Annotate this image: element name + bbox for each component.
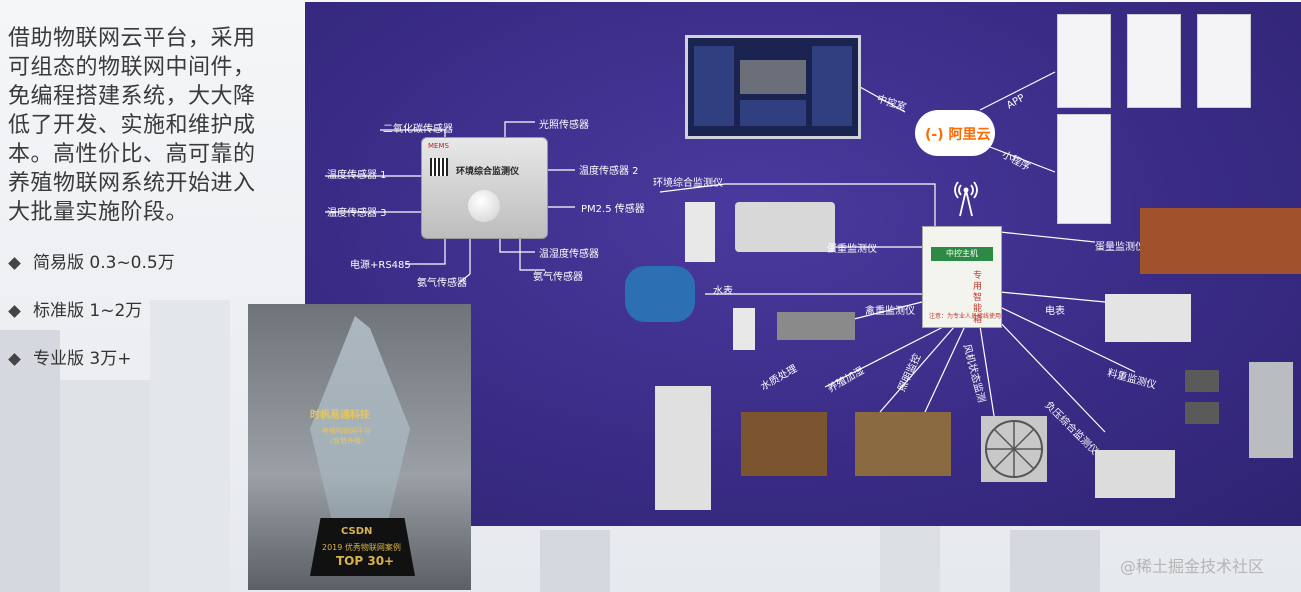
central-controller: 中控主机 专用智能箱 注意：为专业人员接线使用 xyxy=(922,226,1002,328)
lighting-house-photo xyxy=(855,412,951,476)
dashboard-panel xyxy=(740,100,806,126)
building xyxy=(540,530,610,592)
intro-line: 借助物联网云平台，采用 xyxy=(8,26,256,51)
aliyun-logo: (-) xyxy=(925,127,944,143)
app-screen xyxy=(1127,14,1181,108)
building xyxy=(0,330,60,592)
app-screen xyxy=(1057,14,1111,108)
award-photo: 时帆易通科技 养殖物联网平台 （智慧养殖） CSDN 2019 优秀物联网案例 … xyxy=(248,304,471,590)
edition-label: 简易版 0.3~0.5万 xyxy=(33,253,175,273)
mini-program-screen xyxy=(1057,114,1111,224)
award-org: CSDN xyxy=(341,526,373,537)
egg-scale xyxy=(735,202,835,252)
env-monitor-box: MEMS 环境综合监测仪 xyxy=(421,137,548,239)
nh3-sensor-label: 氨气传感器 xyxy=(417,278,467,289)
edition-item: 简易版 0.3~0.5万 xyxy=(8,248,175,273)
diamond-bullet-icon xyxy=(8,304,21,318)
intro-line: 养殖物联网系统开始进入 xyxy=(8,171,256,196)
award-company: 时帆易通科技 xyxy=(310,410,370,421)
diamond-bullet-icon xyxy=(8,256,21,270)
temp2-sensor-label: 温度传感器 2 xyxy=(579,166,639,177)
aliyun-name: 阿里云 xyxy=(948,127,991,143)
power-rs485-label: 电源+RS485 xyxy=(350,260,411,271)
brand-logo: MEMS xyxy=(428,142,449,150)
egg-conveyor-photo xyxy=(1140,208,1301,274)
building xyxy=(880,526,940,592)
award-title: 2019 优秀物联网案例 xyxy=(322,543,401,552)
dashboard-monitor xyxy=(685,35,861,139)
egg-weigh-sensor xyxy=(685,202,715,262)
env-monitor-link-label: 环境综合监测仪 xyxy=(653,178,723,189)
th-sensor-label: 温湿度传感器 xyxy=(539,249,599,260)
power-meter-label: 电表 xyxy=(1045,306,1065,317)
edition-label: 专业版 3万+ xyxy=(33,349,132,369)
feed-silo xyxy=(1249,362,1293,458)
temp3-sensor-label: 温度传感器 3 xyxy=(327,208,387,219)
egg-weigh-label: 蛋重监测仪 xyxy=(827,244,877,255)
edition-item: 标准版 1~2万 xyxy=(8,296,143,321)
light-sensor-dome-icon xyxy=(468,190,500,222)
water-meter-label: 水表 xyxy=(713,286,733,297)
feed-sensor xyxy=(1185,370,1219,392)
watermark: @稀土掘金技术社区 xyxy=(1120,557,1265,576)
dashboard-video xyxy=(740,60,806,94)
award-project-sub: （智慧养殖） xyxy=(326,437,368,445)
intro-line: 可组态的物联网中间件， xyxy=(8,55,256,80)
bird-weigh-label: 禽重监测仪 xyxy=(865,306,915,317)
dashboard-panel xyxy=(694,46,734,126)
nh3-sensor-label-2: 氨气传感器 xyxy=(533,272,583,283)
qr-code-icon xyxy=(430,158,448,176)
dashboard-panel xyxy=(812,46,852,126)
connection-lines xyxy=(325,71,1136,433)
intro-text: 借助物联网云平台，采用 可组态的物联网中间件， 免编程搭建系统，大大降 低了开发… xyxy=(8,24,288,227)
fan-icon xyxy=(981,416,1047,482)
award-rank: TOP 30+ xyxy=(336,554,395,568)
co2-sensor-label: 二氧化碳传感器 xyxy=(383,124,453,135)
controller-subtitle: 专用智能箱 xyxy=(973,271,983,325)
water-meter xyxy=(625,266,695,322)
app-screen xyxy=(1197,14,1251,108)
building xyxy=(1010,530,1100,592)
feed-sensor xyxy=(1185,402,1219,424)
bird-weigh-sensor xyxy=(733,308,755,350)
neg-pressure-monitor xyxy=(1095,450,1175,498)
intro-line: 低了开发、实施和维护成 xyxy=(8,113,256,138)
aliyun-cloud-icon xyxy=(915,110,995,156)
building xyxy=(60,380,150,592)
light-sensor-label: 光照传感器 xyxy=(539,120,589,131)
egg-count-label: 蛋量监测仪 xyxy=(1095,242,1145,253)
controller-title: 中控主机 xyxy=(931,247,993,261)
aliyun-label: (-) 阿里云 xyxy=(925,124,990,144)
bird-weigh-platform xyxy=(777,312,855,340)
edition-label: 标准版 1~2万 xyxy=(33,301,143,321)
edition-item: 专业版 3万+ xyxy=(8,344,132,369)
trophy-base xyxy=(310,518,415,576)
intro-line: 大批量实施阶段。 xyxy=(8,200,189,225)
temp1-sensor-label: 温度传感器 1 xyxy=(327,170,387,181)
diamond-bullet-icon xyxy=(8,352,21,366)
iot-diagram: 二氧化碳传感器 光照传感器 温度传感器 1 温度传感器 2 温度传感器 3 PM… xyxy=(305,2,1301,526)
award-project: 养殖物联网平台 xyxy=(322,427,371,435)
intro-line: 本。高性价比、高可靠的 xyxy=(8,142,256,167)
poultry-house-photo xyxy=(741,412,827,476)
water-treatment-unit xyxy=(655,386,711,510)
wireless-tower-icon xyxy=(954,181,978,217)
intro-line: 免编程搭建系统，大大降 xyxy=(8,84,256,109)
building xyxy=(150,300,230,592)
controller-footer: 注意：为专业人员接线使用 xyxy=(929,313,1002,320)
pm25-sensor-label: PM2.5 传感器 xyxy=(581,204,645,215)
power-meter xyxy=(1105,294,1191,342)
env-monitor-title: 环境综合监测仪 xyxy=(456,167,520,177)
